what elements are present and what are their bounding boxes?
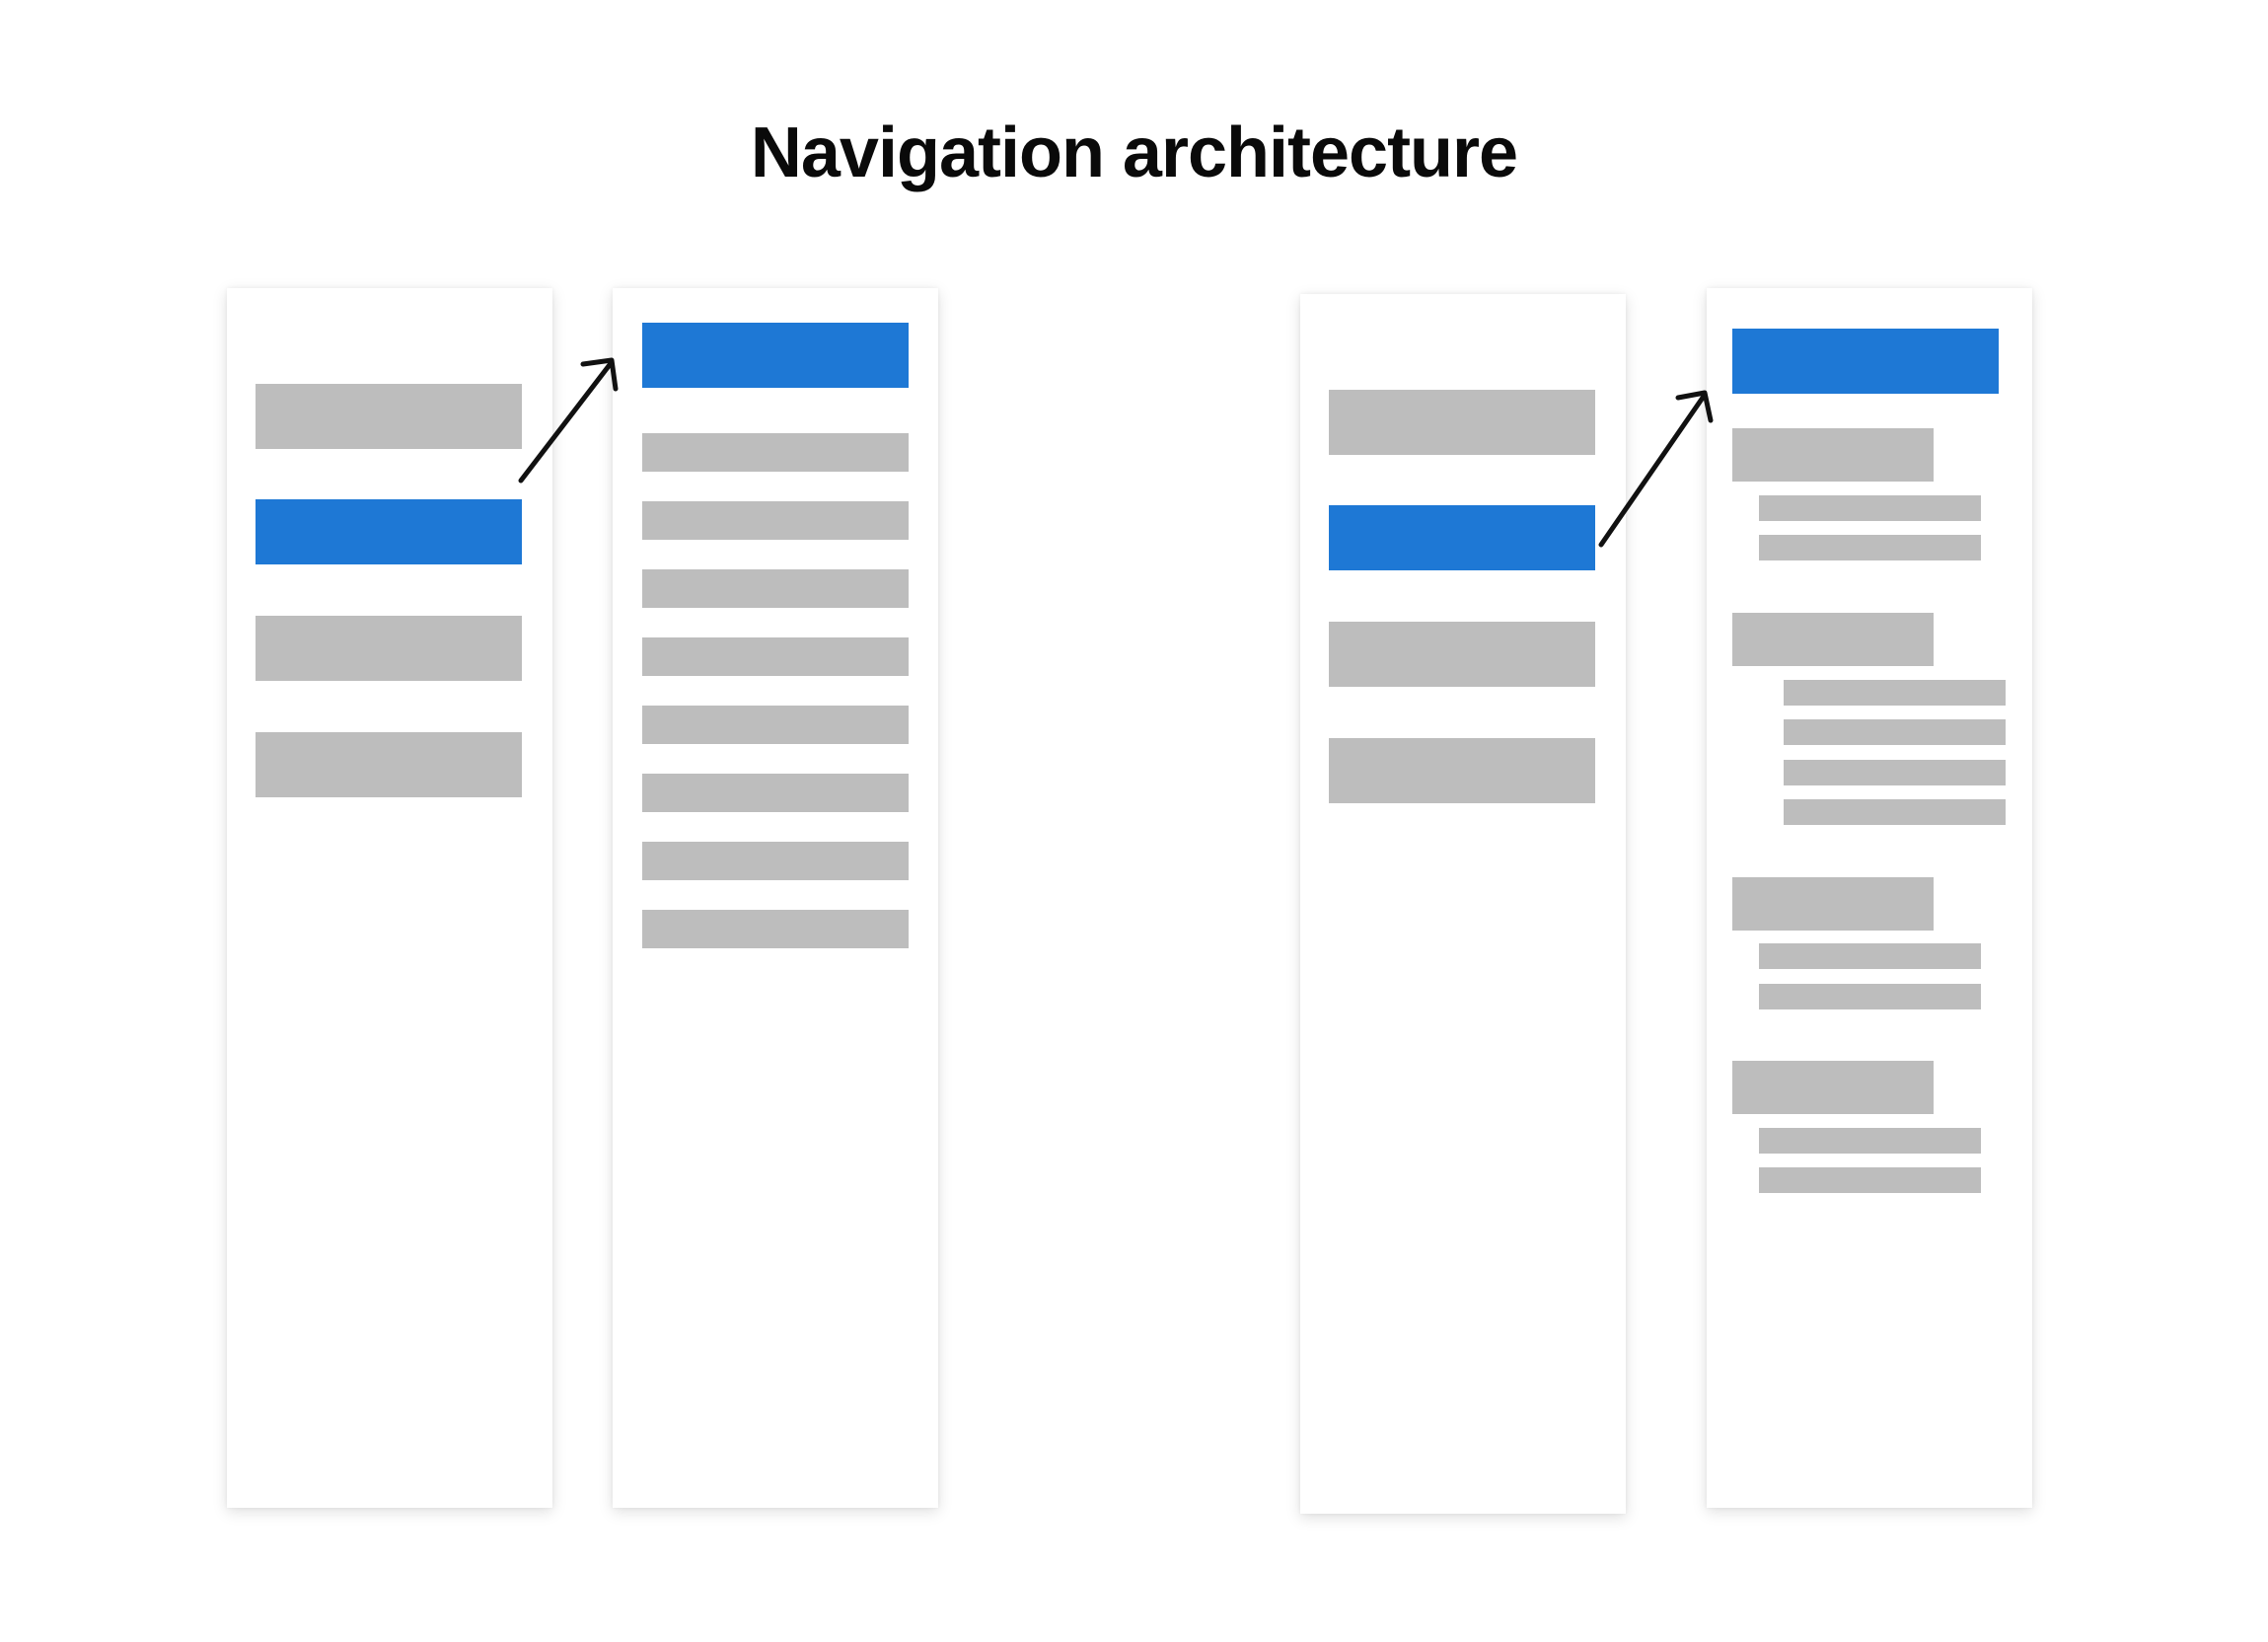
secondary-nav-item — [642, 501, 909, 540]
secondary-nav-item — [642, 910, 909, 948]
primary-nav-item-selected — [256, 499, 522, 564]
primary-nav-item — [256, 732, 522, 797]
diagram-title: Navigation architecture — [750, 113, 1518, 192]
secondary-nav-header-selected — [642, 323, 909, 388]
secondary-nav-item — [642, 842, 909, 880]
nav-group-subitem — [1784, 680, 2006, 706]
nav-group-subitem — [1759, 535, 1981, 560]
nav-group-subitem — [1784, 760, 2006, 785]
nav-group-subitem — [1759, 1128, 1981, 1154]
nav-group-heading — [1732, 428, 1934, 482]
nav-group-subitem — [1759, 943, 1981, 969]
nav-group-subitem — [1784, 719, 2006, 745]
right-secondary-nav-panel — [1707, 288, 2032, 1508]
nav-group-subitem — [1759, 1167, 1981, 1193]
primary-nav-item-selected — [1329, 505, 1595, 570]
nav-group-subitem — [1759, 495, 1981, 521]
secondary-nav-item — [642, 433, 909, 472]
primary-nav-item — [256, 616, 522, 681]
primary-nav-item — [1329, 738, 1595, 803]
arrow-primary-to-secondary-right — [1598, 390, 1714, 548]
nav-group-subitem — [1759, 984, 1981, 1009]
nav-group-heading — [1732, 877, 1934, 931]
secondary-nav-header-selected — [1732, 329, 1999, 394]
right-primary-nav-panel — [1300, 294, 1626, 1514]
secondary-nav-item — [642, 637, 909, 676]
primary-nav-item — [1329, 622, 1595, 687]
primary-nav-item — [1329, 390, 1595, 455]
secondary-nav-item — [642, 569, 909, 608]
primary-nav-item — [256, 384, 522, 449]
left-secondary-nav-panel — [613, 288, 938, 1508]
left-primary-nav-panel — [227, 288, 552, 1508]
secondary-nav-item — [642, 774, 909, 812]
nav-group-subitem — [1784, 799, 2006, 825]
arrow-primary-to-secondary-left — [518, 357, 619, 484]
nav-group-heading — [1732, 613, 1934, 666]
secondary-nav-item — [642, 706, 909, 744]
nav-group-heading — [1732, 1061, 1934, 1114]
